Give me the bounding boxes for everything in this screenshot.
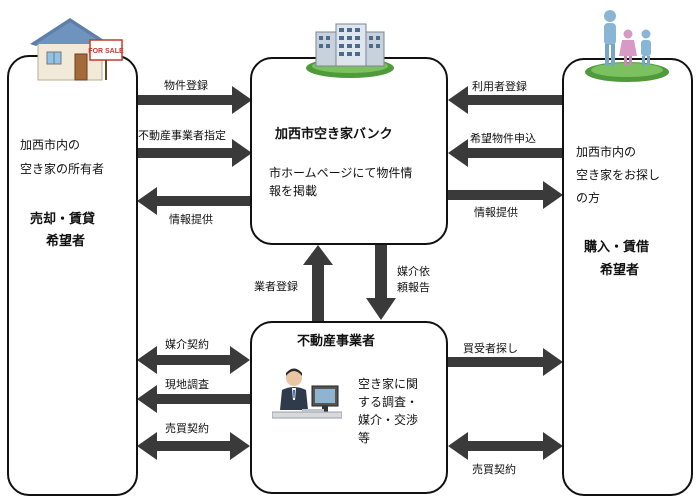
real-estate-agent-box — [250, 321, 448, 494]
label-site-survey: 現地調査 — [165, 378, 209, 391]
label-mediation-report-1: 媒介依 — [397, 265, 430, 278]
label-desired-property: 希望物件申込 — [470, 132, 536, 145]
arrow-agent-designation — [137, 139, 252, 167]
agent-desc4: 等 — [358, 431, 371, 445]
owner-line2: 空き家の所有者 — [20, 162, 105, 176]
label-info-to-owner: 情報提供 — [169, 213, 213, 226]
akiya-bank-desc2: 報を掲載 — [269, 184, 318, 198]
label-mediation-report-2: 頼報告 — [397, 281, 430, 294]
label-sales-contract-left: 売買契約 — [165, 422, 209, 435]
akiya-bank-title: 加西市空き家バンク — [275, 127, 393, 142]
agent-desc2: する調査・ — [358, 395, 419, 409]
family-icon — [585, 10, 669, 82]
seeker-role1: 購入・賃借 — [584, 240, 650, 255]
arrow-sales-contract-left — [137, 432, 250, 460]
arrow-property-registration — [137, 86, 252, 114]
building-icon — [306, 23, 394, 78]
agent-desc1: 空き家に関 — [358, 377, 419, 391]
arrow-mediation-report — [366, 245, 396, 320]
arrow-buyer-search — [448, 348, 563, 376]
arrow-mediation-contract — [137, 346, 250, 374]
label-mediation-contract: 媒介契約 — [165, 338, 209, 351]
businessman-icon — [272, 368, 342, 419]
seeker-line2: 空き家をお探し — [576, 168, 661, 182]
agent-title: 不動産事業者 — [297, 334, 376, 349]
akiya-bank-desc1: 市ホームページにて物件情 — [269, 166, 413, 180]
house-icon: FOR SALE — [30, 18, 124, 81]
arrow-info-to-seeker — [448, 181, 563, 209]
label-property-registration: 物件登録 — [164, 79, 208, 92]
label-agent-designation: 不動産事業者指定 — [138, 129, 226, 142]
owner-role1: 売却・賃貸 — [30, 212, 96, 227]
seeker-role2: 希望者 — [600, 263, 640, 278]
akiya-bank-box — [250, 57, 448, 245]
for-sale-sign-text: FOR SALE — [88, 48, 124, 55]
label-sales-contract-right: 売買契約 — [472, 463, 516, 476]
seeker-box — [562, 58, 693, 496]
owner-box — [7, 55, 138, 496]
label-agent-registration: 業者登録 — [254, 280, 298, 293]
owner-role2: 希望者 — [46, 234, 86, 249]
label-user-registration: 利用者登録 — [472, 80, 527, 93]
owner-line1: 加西市内の — [20, 138, 81, 152]
label-info-to-seeker: 情報提供 — [474, 206, 518, 219]
arrow-agent-registration — [303, 245, 333, 322]
arrow-site-survey — [137, 385, 250, 413]
arrow-desired-property — [448, 139, 563, 167]
arrow-user-registration — [448, 86, 563, 114]
arrow-sales-contract-right — [448, 432, 563, 460]
agent-desc3: 媒介・交渉 — [358, 413, 419, 427]
label-buyer-search: 買受者探し — [463, 342, 518, 355]
arrow-info-to-owner — [137, 187, 250, 215]
seeker-line3: の方 — [576, 191, 601, 205]
seeker-line1: 加西市内の — [576, 145, 637, 159]
